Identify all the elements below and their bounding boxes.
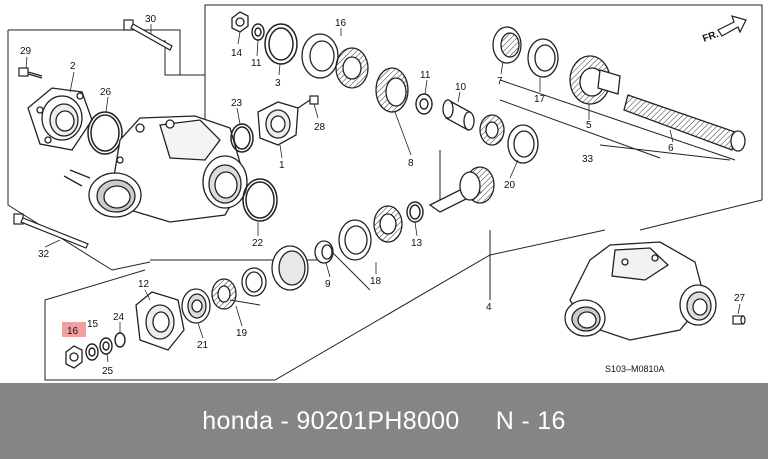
callout-2: 2 bbox=[70, 61, 76, 72]
shaft-6 bbox=[623, 94, 746, 152]
collar-9 bbox=[314, 240, 334, 264]
callout-labels: 29 2 26 30 14 11 3 16 11 10 23 28 1 8 7 … bbox=[20, 14, 746, 377]
gear-5 bbox=[569, 55, 621, 105]
nut-15 bbox=[231, 11, 249, 33]
sleeve-10 bbox=[442, 98, 475, 132]
bearing-21 bbox=[479, 114, 539, 164]
callout-30: 29 bbox=[20, 46, 32, 57]
leader-lines bbox=[25, 24, 741, 363]
bearing-7 bbox=[492, 26, 559, 78]
exploded-view-drawing: 29 2 26 30 14 11 3 16 11 10 23 28 1 8 7 … bbox=[7, 4, 763, 381]
oring-27 bbox=[87, 111, 123, 155]
bolt-31 bbox=[123, 19, 173, 51]
bolt-30 bbox=[18, 67, 43, 79]
oring-24 bbox=[230, 123, 254, 153]
flange-13 bbox=[135, 291, 185, 351]
bearing-19 bbox=[338, 205, 403, 261]
callout-5: 5 bbox=[586, 120, 592, 131]
highlight-box-16 bbox=[62, 322, 86, 337]
callout-31: 30 bbox=[145, 14, 157, 25]
seal-22 bbox=[181, 288, 211, 324]
seal-3 bbox=[264, 23, 298, 65]
forward-arrow-icon bbox=[717, 15, 747, 37]
callout-11-bottom: 15 bbox=[87, 319, 99, 330]
callout-16: 16 bbox=[67, 326, 79, 337]
callout-25: 24 bbox=[113, 312, 125, 323]
callout-17: 16 bbox=[335, 18, 347, 29]
callout-14: 13 bbox=[411, 238, 423, 249]
flange-2 bbox=[27, 87, 93, 151]
callout-24: 23 bbox=[231, 98, 243, 109]
callout-4: 4 bbox=[486, 302, 492, 313]
plug-28 bbox=[732, 315, 746, 325]
callout-1: 1 bbox=[279, 160, 285, 171]
callout-23: 22 bbox=[252, 238, 264, 249]
callout-19: 18 bbox=[370, 276, 382, 287]
callout-32: 32 bbox=[38, 249, 50, 260]
washer-26 bbox=[99, 337, 113, 355]
parts-diagram: 29 2 26 30 14 11 3 16 11 10 23 28 1 8 7 … bbox=[7, 4, 763, 381]
callout-18: 17 bbox=[534, 94, 546, 105]
transfer-housing-1 bbox=[63, 115, 248, 223]
callout-10: 10 bbox=[455, 82, 467, 93]
callout-12: 11 bbox=[420, 70, 431, 81]
assembled-case-view bbox=[564, 241, 717, 341]
callout-11-top: 11 bbox=[251, 58, 262, 69]
washer-11-bottom bbox=[85, 343, 99, 361]
callout-28: 27 bbox=[734, 293, 746, 304]
bevel-gear-8 bbox=[375, 67, 409, 113]
oring-23 bbox=[242, 178, 278, 222]
callout-29: 28 bbox=[314, 122, 326, 133]
callout-33: 33 bbox=[582, 154, 594, 165]
callout-27: 26 bbox=[100, 87, 112, 98]
pinion-shaft bbox=[428, 166, 495, 213]
callout-21: 20 bbox=[504, 180, 516, 191]
callout-7: 7 bbox=[497, 76, 503, 87]
reference-code: S103–M0810A bbox=[605, 364, 665, 374]
washer-25 bbox=[114, 332, 126, 348]
callout-15: 14 bbox=[231, 48, 243, 59]
washer-12 bbox=[415, 93, 433, 115]
bolt-32 bbox=[13, 213, 89, 249]
part-caption: honda - 90201PH8000 N - 16 bbox=[202, 406, 566, 435]
bearing-20 bbox=[211, 278, 237, 310]
cover-1 bbox=[257, 101, 299, 146]
callout-8: 8 bbox=[408, 158, 414, 169]
bearing-17 bbox=[301, 33, 369, 89]
direction-label: FR. bbox=[701, 29, 720, 45]
sleeve-part-4 bbox=[241, 245, 309, 297]
washer-11-top bbox=[251, 23, 265, 41]
nut-16 bbox=[65, 345, 83, 369]
callout-13: 12 bbox=[138, 279, 150, 290]
washer-14 bbox=[406, 201, 424, 223]
callout-6: 6 bbox=[668, 143, 674, 154]
callout-9: 9 bbox=[325, 279, 331, 290]
callout-20: 19 bbox=[236, 328, 248, 339]
callout-26: 25 bbox=[102, 366, 114, 377]
callout-22: 21 bbox=[197, 340, 209, 351]
footer-bar: honda - 90201PH8000 N - 16 bbox=[0, 383, 768, 459]
callout-3: 3 bbox=[275, 78, 281, 89]
